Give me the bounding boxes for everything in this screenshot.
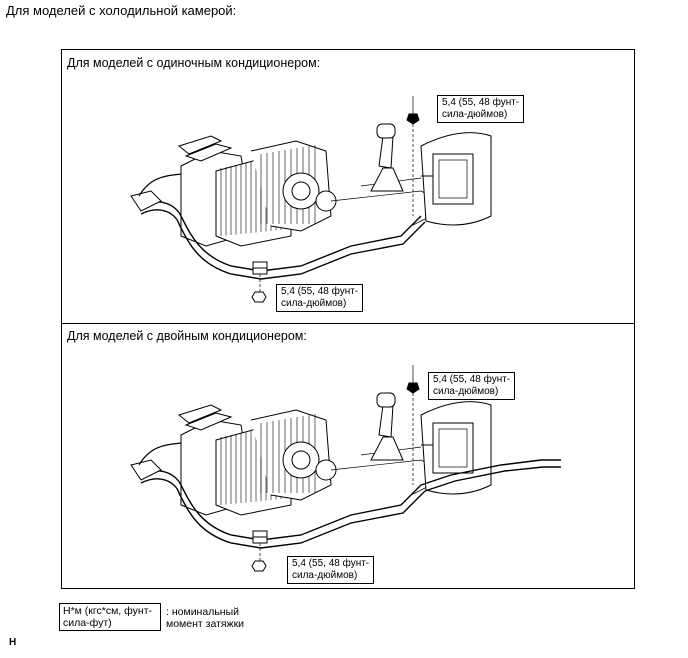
refrigerant-pipe <box>140 201 426 280</box>
torque-value: 5,4 (55, 48 фунт- <box>292 558 370 569</box>
legend-unit: Н*м (кгс*см, фунт- <box>63 605 153 617</box>
clamp-icon <box>252 530 268 544</box>
console-box-icon <box>420 132 492 226</box>
bolt-icon <box>406 365 420 485</box>
ac-unit-icon <box>177 404 337 516</box>
torque-legend-description: : номинальный момент затяжки <box>166 606 244 630</box>
section-divider <box>62 323 634 324</box>
legend-unit: сила-фут) <box>63 617 112 629</box>
torque-value: 5,4 (55, 48 фунт- <box>442 97 520 108</box>
torque-unit: сила-дюймов) <box>433 386 499 397</box>
torque-legend-box: Н*м (кгс*см, фунт- сила-фут) <box>59 603 161 631</box>
assembly-drawing-single <box>121 96 581 326</box>
assembly-drawing-dual <box>121 365 581 595</box>
nut-icon <box>251 291 267 303</box>
torque-value: 5,4 (55, 48 фунт- <box>281 286 359 297</box>
torque-callout-bottom-single: 5,4 (55, 48 фунт- сила-дюймов) <box>276 284 364 312</box>
clamp-icon <box>252 261 268 275</box>
diagram-frame: Для моделей с одиночным кондиционером: Д… <box>61 49 635 589</box>
page-heading: Для моделей с холодильной камерой: <box>6 3 237 18</box>
torque-callout-top-single: 5,4 (55, 48 фунт- сила-дюймов) <box>437 95 525 123</box>
console-box-icon <box>420 401 492 495</box>
torque-unit: сила-дюймов) <box>442 109 508 120</box>
ac-unit-icon <box>177 135 337 247</box>
figure-code: H <box>9 637 17 648</box>
torque-callout-bottom-dual: 5,4 (55, 48 фунт- сила-дюймов) <box>287 556 375 584</box>
torque-unit: сила-дюймов) <box>281 298 347 309</box>
torque-value: 5,4 (55, 48 фунт- <box>433 374 511 385</box>
section-label-single: Для моделей с одиночным кондиционером: <box>67 56 321 70</box>
legend-text: момент затяжки <box>166 618 245 630</box>
legend-text: : номинальный <box>166 606 240 618</box>
shift-lever-icon <box>370 392 404 461</box>
torque-unit: сила-дюймов) <box>292 570 358 581</box>
nut-icon <box>251 560 267 572</box>
bolt-icon <box>406 96 420 216</box>
section-label-dual: Для моделей с двойным кондиционером: <box>67 329 307 343</box>
torque-callout-top-dual: 5,4 (55, 48 фунт- сила-дюймов) <box>428 372 516 400</box>
shift-lever-icon <box>370 123 404 192</box>
refrigerant-pipe <box>140 459 561 549</box>
